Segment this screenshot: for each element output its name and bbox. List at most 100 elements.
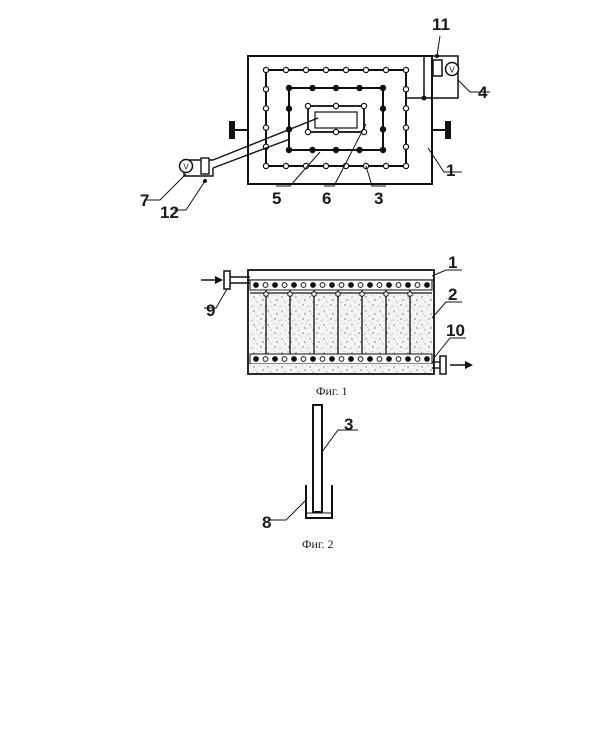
leader-lines-fig2 bbox=[270, 429, 358, 521]
strip-node bbox=[310, 282, 316, 288]
electrode-node bbox=[356, 84, 363, 92]
strip-node bbox=[329, 356, 335, 362]
strip-node bbox=[367, 282, 373, 288]
strip-node bbox=[272, 282, 278, 288]
rod-head bbox=[383, 291, 389, 297]
rod-head bbox=[311, 291, 317, 297]
housing-outline bbox=[247, 55, 433, 185]
label-4: 4 bbox=[478, 83, 488, 102]
electrode-node bbox=[322, 66, 330, 74]
electrode-node bbox=[332, 102, 340, 110]
strip-node bbox=[253, 356, 259, 362]
electrode-node bbox=[402, 85, 410, 93]
label-7: 7 bbox=[140, 191, 149, 210]
electrode-node bbox=[402, 143, 410, 150]
electrode-loop-middle bbox=[288, 87, 384, 151]
strip-node bbox=[300, 282, 307, 288]
label-2: 2 bbox=[448, 285, 457, 304]
strip-node bbox=[348, 356, 354, 362]
electrode-node bbox=[309, 84, 316, 92]
electrode-nodes bbox=[262, 66, 410, 170]
label-3-top: 3 bbox=[374, 189, 383, 208]
electrode-node bbox=[379, 84, 387, 92]
strip-node bbox=[414, 282, 421, 288]
label-9: 9 bbox=[206, 301, 215, 320]
right-circuit: V bbox=[406, 54, 460, 101]
voltmeter-7 bbox=[178, 158, 194, 174]
electrode-node bbox=[304, 128, 312, 136]
resistor-11 bbox=[432, 59, 443, 77]
voltmeter-4-symbol: V bbox=[449, 66, 455, 75]
label-3-fig2: 3 bbox=[344, 415, 353, 434]
strip-node bbox=[338, 282, 345, 288]
electrode-node bbox=[285, 105, 293, 112]
electrode-node bbox=[285, 146, 293, 154]
electrode-node bbox=[402, 66, 410, 74]
label-1-top: 1 bbox=[446, 161, 455, 180]
strip-node bbox=[310, 356, 316, 362]
strip-node bbox=[424, 356, 430, 362]
bottom-electrode-strip bbox=[253, 356, 430, 362]
strip-node bbox=[386, 282, 392, 288]
electrode-node bbox=[379, 146, 387, 154]
electrode-node bbox=[332, 84, 340, 92]
strip-node bbox=[262, 356, 269, 362]
electrode-node bbox=[262, 162, 270, 170]
strip-node bbox=[376, 356, 383, 362]
strip-node bbox=[329, 282, 335, 288]
strip-node bbox=[424, 282, 430, 288]
strip-node bbox=[357, 356, 364, 362]
figure1-section-view: 1 2 10 9 Фиг. 1 bbox=[201, 253, 473, 398]
electrode-node bbox=[282, 162, 290, 170]
electrode-node bbox=[262, 85, 270, 93]
electrode-node bbox=[382, 66, 390, 74]
label-12: 12 bbox=[160, 203, 179, 222]
figure2-caption: Фиг. 2 bbox=[302, 537, 333, 551]
strip-node bbox=[338, 356, 345, 362]
electrode-loop-core bbox=[314, 111, 358, 129]
strip-node bbox=[281, 282, 288, 288]
electrode-node bbox=[285, 84, 293, 92]
strip-node bbox=[291, 282, 297, 288]
strip-node bbox=[386, 356, 392, 362]
electrode-node bbox=[379, 126, 387, 133]
rod-head bbox=[359, 291, 365, 297]
strip-node bbox=[272, 356, 278, 362]
figure1-top-view: V V 11 4 1 5 6 bbox=[140, 15, 490, 222]
figure2-view: 3 8 Фиг. 2 bbox=[262, 404, 358, 551]
left-circuit: V bbox=[178, 117, 319, 183]
electrode-node bbox=[402, 105, 410, 112]
strip-node bbox=[405, 282, 411, 288]
strip-node bbox=[405, 356, 411, 362]
electrode-node bbox=[332, 146, 340, 154]
electrode-node bbox=[342, 66, 350, 74]
strip-node bbox=[414, 356, 421, 362]
electrode-node bbox=[379, 105, 387, 112]
rod-head bbox=[335, 291, 341, 297]
strip-node bbox=[395, 356, 402, 362]
strip-node bbox=[395, 282, 402, 288]
label-5: 5 bbox=[272, 189, 281, 208]
electrode-node bbox=[382, 162, 390, 170]
strip-node bbox=[357, 282, 364, 288]
resistor-12 bbox=[200, 157, 210, 175]
electrode-node bbox=[332, 128, 340, 136]
rod-head bbox=[287, 291, 293, 297]
electrode-node bbox=[262, 105, 270, 112]
strip-node bbox=[291, 356, 297, 362]
electrode-node bbox=[402, 162, 410, 170]
electrode-node bbox=[304, 102, 312, 110]
left-nozzle bbox=[229, 121, 248, 139]
outlet-pipe-10 bbox=[432, 355, 473, 375]
strip-node bbox=[376, 282, 383, 288]
electrode-node bbox=[262, 124, 270, 131]
electrode-node bbox=[282, 66, 290, 74]
electrode-node bbox=[302, 66, 310, 74]
electrode-rod-3 bbox=[312, 404, 323, 513]
rod-head bbox=[263, 291, 269, 297]
electrode-node bbox=[360, 102, 368, 110]
vertical-electrodes bbox=[263, 290, 413, 354]
strip-node bbox=[253, 282, 259, 288]
electrode-node bbox=[322, 162, 330, 170]
